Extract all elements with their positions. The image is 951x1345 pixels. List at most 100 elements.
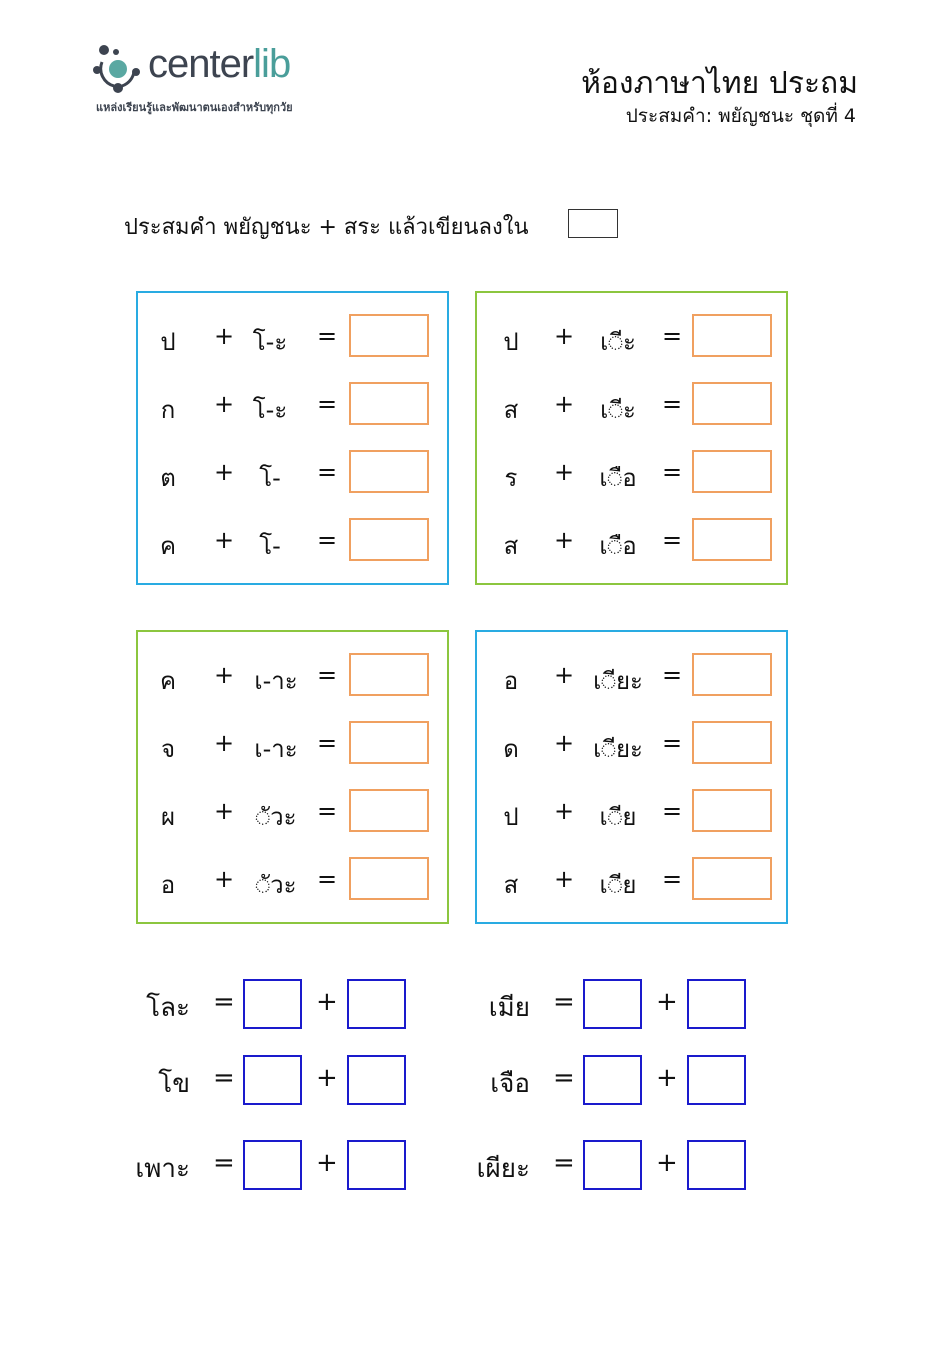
- split-word-row: เจือ = +: [0, 1055, 951, 1105]
- answer-box[interactable]: [692, 518, 772, 561]
- equals-sign: =: [316, 865, 338, 893]
- exercise-row: ป+เ◌ีะ=: [477, 314, 786, 358]
- equals-sign: =: [553, 987, 575, 1017]
- consonant-answer-box[interactable]: [243, 1055, 302, 1105]
- logo-tagline: แหล่งเรียนรู้และพัฒนาตนเองสำหรับทุกวัย: [96, 101, 293, 114]
- consonant: ส: [503, 871, 519, 899]
- plus-sign: +: [553, 322, 575, 350]
- plus-sign: +: [553, 390, 575, 418]
- split-word: โข: [158, 1069, 190, 1099]
- plus-sign: +: [553, 661, 575, 689]
- equals-sign: =: [316, 797, 338, 825]
- equals-sign: =: [316, 526, 338, 554]
- exercise-row: ป+โ-ะ=: [138, 314, 447, 358]
- equals-sign: =: [661, 390, 683, 418]
- consonant: ส: [503, 396, 519, 424]
- answer-box[interactable]: [692, 721, 772, 764]
- split-word: เจือ: [490, 1069, 530, 1099]
- vowel: เ◌ือ: [599, 464, 637, 492]
- consonant: ป: [160, 328, 176, 356]
- consonant-answer-box[interactable]: [583, 1140, 642, 1190]
- consonant-answer-box[interactable]: [583, 979, 642, 1029]
- exercise-row: ค+โ-=: [138, 518, 447, 562]
- answer-box[interactable]: [692, 789, 772, 832]
- split-word-row: โข = +: [0, 1055, 951, 1105]
- answer-box[interactable]: [349, 857, 429, 900]
- consonant: ส: [503, 532, 519, 560]
- exercise-row: ส+เ◌ีะ=: [477, 382, 786, 426]
- equals-sign: =: [316, 661, 338, 689]
- answer-box[interactable]: [349, 314, 429, 357]
- vowel-answer-box[interactable]: [347, 979, 406, 1029]
- vowel-answer-box[interactable]: [687, 1140, 746, 1190]
- answer-box[interactable]: [349, 450, 429, 493]
- plus-sign: +: [316, 1148, 338, 1178]
- split-word-row: เผียะ=+: [0, 1140, 951, 1190]
- consonant-answer-box[interactable]: [243, 1140, 302, 1190]
- equals-sign: =: [661, 729, 683, 757]
- exercise-panel: ป+เ◌ีะ=ส+เ◌ีะ=ร+เ◌ือ=ส+เ◌ือ=: [475, 291, 788, 585]
- plus-sign: +: [213, 865, 235, 893]
- consonant-answer-box[interactable]: [583, 1055, 642, 1105]
- answer-box[interactable]: [349, 789, 429, 832]
- equals-sign: =: [553, 1148, 575, 1178]
- equals-sign: =: [316, 729, 338, 757]
- consonant: ต: [160, 464, 176, 492]
- equals-sign: =: [661, 322, 683, 350]
- vowel: เ-าะ: [254, 735, 298, 763]
- instruction-example-box: [568, 209, 618, 238]
- vowel: เ-าะ: [254, 667, 298, 695]
- vowel-answer-box[interactable]: [347, 1140, 406, 1190]
- exercise-panel: ค+เ-าะ=จ+เ-าะ=ผ+◌ัวะ=อ+◌ัวะ=: [136, 630, 449, 924]
- exercise-row: ผ+◌ัวะ=: [138, 789, 447, 833]
- answer-box[interactable]: [692, 450, 772, 493]
- exercise-row: ค + เ-าะ =: [138, 653, 447, 697]
- answer-box[interactable]: [349, 721, 429, 764]
- answer-box[interactable]: [692, 857, 772, 900]
- plus-sign: +: [553, 865, 575, 893]
- answer-box[interactable]: [349, 518, 429, 561]
- consonant-answer-box[interactable]: [243, 979, 302, 1029]
- equals-sign: =: [316, 390, 338, 418]
- answer-box[interactable]: [349, 382, 429, 425]
- page-subtitle: ประสมคำ: พยัญชนะ ชุดที่ 4: [625, 105, 856, 127]
- plus-sign: +: [213, 661, 235, 689]
- exercise-row: ส+เ◌ือ=: [477, 518, 786, 562]
- consonant: อ: [503, 667, 519, 695]
- consonant: ผ: [160, 803, 176, 831]
- exercise-panel: อ+เ◌ียะ=ด+เ◌ียะ=ป+เ◌ีย=ส+เ◌ีย=: [475, 630, 788, 924]
- plus-sign: +: [656, 1148, 678, 1178]
- plus-sign: +: [656, 987, 678, 1017]
- equals-sign: =: [316, 322, 338, 350]
- instruction-text: ประสมคำ พยัญชนะ + สระ แล้วเขียนลงใน: [124, 215, 529, 240]
- vowel-answer-box[interactable]: [687, 979, 746, 1029]
- consonant: ค: [159, 667, 177, 695]
- exercise-row: ป+เ◌ีย=: [477, 789, 786, 833]
- exercise-row: ต+โ-=: [138, 450, 447, 494]
- consonant: ด: [503, 735, 519, 763]
- equals-sign: =: [213, 987, 235, 1017]
- plus-sign: +: [213, 797, 235, 825]
- vowel: โ-: [259, 464, 281, 492]
- exercise-row: ด+เ◌ียะ=: [477, 721, 786, 765]
- vowel-answer-box[interactable]: [687, 1055, 746, 1105]
- page-title: ห้องภาษาไทย ประถม: [581, 66, 858, 101]
- equals-sign: =: [213, 1148, 235, 1178]
- vowel-answer-box[interactable]: [347, 1055, 406, 1105]
- plus-sign: +: [213, 390, 235, 418]
- answer-box[interactable]: [692, 314, 772, 357]
- equals-sign: =: [661, 526, 683, 554]
- consonant: ก: [160, 396, 176, 424]
- equals-sign: =: [661, 797, 683, 825]
- plus-sign: +: [213, 729, 235, 757]
- answer-box[interactable]: [692, 382, 772, 425]
- logo-wordmark: centerlib: [148, 42, 291, 86]
- equals-sign: =: [316, 458, 338, 486]
- plus-sign: +: [656, 1063, 678, 1093]
- exercise-panel: ป+โ-ะ=ก+โ-ะ=ต+โ-=ค+โ-=: [136, 291, 449, 585]
- split-word-row: เพาะ=+: [0, 1140, 951, 1190]
- answer-box[interactable]: [692, 653, 772, 696]
- equals-sign: =: [213, 1063, 235, 1093]
- answer-box[interactable]: [349, 653, 429, 696]
